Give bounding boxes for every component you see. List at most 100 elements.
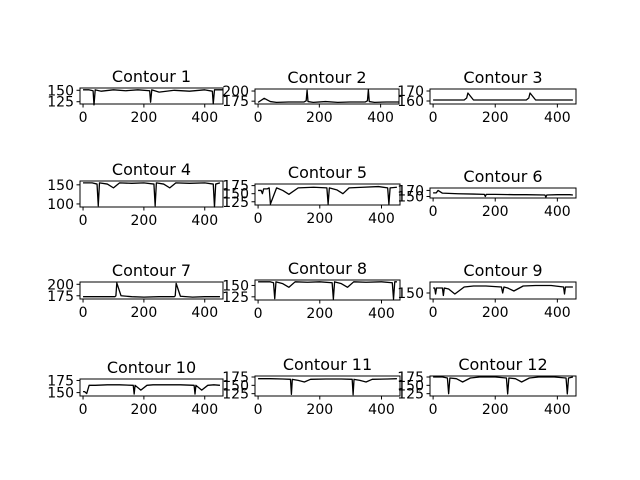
y-tick-label: 175 bbox=[47, 373, 74, 389]
x-tick-label: 400 bbox=[191, 402, 218, 418]
contour-trace bbox=[83, 384, 221, 395]
x-tick-label: 0 bbox=[254, 306, 263, 322]
subplot-title: Contour 8 bbox=[288, 259, 367, 278]
contour-trace bbox=[83, 89, 223, 106]
contour-trace bbox=[258, 281, 397, 300]
x-tick-label: 200 bbox=[482, 110, 509, 126]
plot-frame bbox=[254, 375, 401, 397]
x-tick-label: 200 bbox=[131, 110, 158, 126]
x-tick-label: 200 bbox=[131, 402, 158, 418]
contour-trace bbox=[433, 189, 573, 198]
x-tick-label: 200 bbox=[306, 211, 333, 227]
x-tick-label: 400 bbox=[368, 306, 395, 322]
x-tick-label: 200 bbox=[131, 213, 158, 229]
y-tick-label: 150 bbox=[397, 286, 424, 302]
x-tick-label: 0 bbox=[79, 305, 88, 321]
x-tick-label: 0 bbox=[79, 213, 88, 229]
x-tick-label: 400 bbox=[191, 305, 218, 321]
plot-frame bbox=[254, 88, 400, 105]
y-tick-label: 175 bbox=[222, 370, 249, 386]
plot-frame bbox=[79, 281, 224, 300]
y-tick-label: 160 bbox=[397, 94, 424, 110]
subplot-title: Contour 12 bbox=[458, 355, 547, 374]
y-tick-label: 200 bbox=[47, 277, 74, 293]
x-tick-label: 0 bbox=[254, 110, 263, 126]
subplot-title: Contour 9 bbox=[463, 261, 542, 280]
y-tick-label: 175 bbox=[222, 94, 249, 110]
contour-trace bbox=[257, 89, 399, 104]
y-tick-label: 200 bbox=[222, 84, 249, 100]
plot-frame bbox=[254, 279, 401, 301]
plot-frame bbox=[79, 378, 224, 397]
x-tick-label: 0 bbox=[254, 211, 263, 227]
y-tick-label: 125 bbox=[222, 290, 249, 306]
x-tick-label: 400 bbox=[191, 213, 218, 229]
subplot-contour-4: Contour 4 0 200 400 100 150 bbox=[47, 160, 224, 229]
contour-trace bbox=[83, 282, 220, 298]
plot-frame bbox=[79, 87, 224, 105]
y-tick-label: 175 bbox=[397, 370, 424, 386]
contour-trace bbox=[258, 185, 397, 205]
y-tick-label: 100 bbox=[47, 197, 74, 213]
y-tick-label: 150 bbox=[397, 189, 424, 205]
x-tick-label: 0 bbox=[79, 110, 88, 126]
contour-trace bbox=[258, 378, 397, 396]
y-tick-label: 170 bbox=[397, 84, 424, 100]
x-tick-label: 200 bbox=[482, 305, 509, 321]
x-tick-label: 0 bbox=[254, 402, 263, 418]
subplot-title: Contour 4 bbox=[112, 160, 191, 179]
subplot-title: Contour 3 bbox=[463, 68, 542, 87]
x-tick-label: 200 bbox=[306, 110, 333, 126]
x-tick-label: 200 bbox=[306, 402, 333, 418]
x-tick-label: 200 bbox=[482, 402, 509, 418]
x-tick-label: 400 bbox=[367, 110, 394, 126]
plot-frame bbox=[254, 183, 401, 206]
y-tick-label: 150 bbox=[397, 378, 424, 394]
x-tick-label: 0 bbox=[79, 402, 88, 418]
x-tick-label: 200 bbox=[306, 306, 333, 322]
y-tick-label: 175 bbox=[222, 179, 249, 195]
subplot-title: Contour 7 bbox=[112, 261, 191, 280]
y-tick-label: 150 bbox=[222, 187, 249, 203]
subplot-title: Contour 11 bbox=[283, 355, 372, 374]
plot-frame bbox=[429, 375, 577, 397]
contour-trace bbox=[433, 284, 573, 297]
subplot-title: Contour 6 bbox=[463, 167, 542, 186]
contour-trace bbox=[433, 376, 574, 395]
x-tick-label: 0 bbox=[429, 110, 438, 126]
x-tick-label: 400 bbox=[368, 211, 395, 227]
plot-frame bbox=[79, 180, 224, 208]
x-tick-label: 400 bbox=[544, 305, 571, 321]
y-tick-label: 150 bbox=[47, 83, 74, 99]
subplot-title: Contour 2 bbox=[287, 68, 366, 87]
subplot-title: Contour 10 bbox=[107, 358, 196, 377]
contour-trace bbox=[83, 182, 221, 208]
contour-trace bbox=[433, 92, 573, 101]
plot-frame bbox=[429, 281, 577, 300]
y-tick-label: 150 bbox=[47, 178, 74, 194]
x-tick-label: 400 bbox=[544, 204, 571, 220]
y-tick-label: 150 bbox=[222, 378, 249, 394]
x-tick-label: 200 bbox=[482, 204, 509, 220]
y-tick-label: 125 bbox=[47, 95, 74, 111]
plot-frame bbox=[429, 88, 577, 105]
x-tick-label: 0 bbox=[429, 204, 438, 220]
y-tick-label: 125 bbox=[397, 387, 424, 403]
x-tick-label: 200 bbox=[131, 305, 158, 321]
y-tick-label: 125 bbox=[222, 195, 249, 211]
plot-frame bbox=[429, 187, 577, 199]
y-tick-label: 150 bbox=[47, 386, 74, 402]
x-tick-label: 400 bbox=[191, 110, 218, 126]
subplot-title: Contour 1 bbox=[112, 67, 191, 86]
x-tick-label: 400 bbox=[544, 402, 571, 418]
x-tick-label: 400 bbox=[368, 402, 395, 418]
x-tick-label: 0 bbox=[429, 305, 438, 321]
